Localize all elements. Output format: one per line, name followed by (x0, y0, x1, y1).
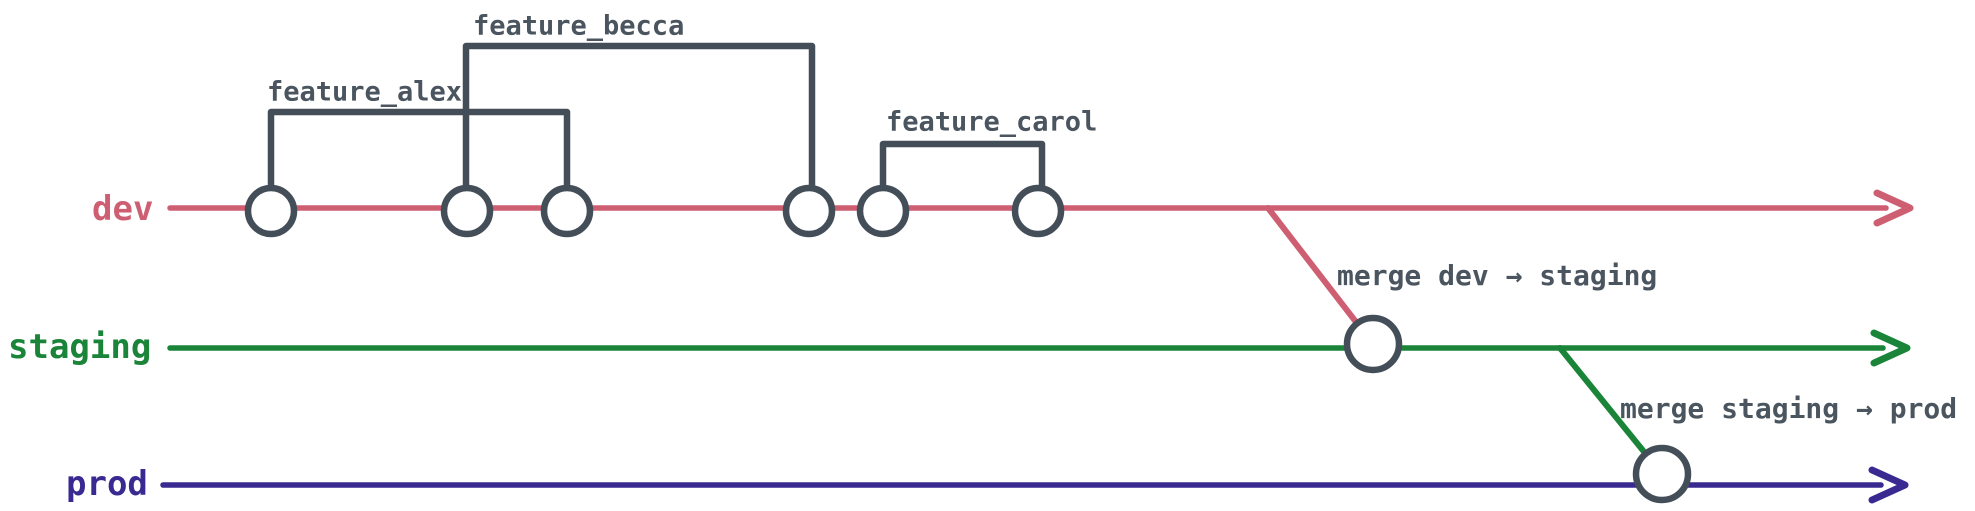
staging-branch-label: staging (8, 327, 152, 367)
feature-carol-label: feature_carol (886, 106, 1098, 138)
prod-branch-label: prod (66, 464, 148, 504)
commit-node (782, 184, 836, 238)
commit-node (540, 184, 594, 238)
feature-becca-label: feature_becca (473, 10, 685, 42)
merge-commit-node (1632, 444, 1692, 504)
commit-node (1011, 184, 1065, 238)
commit-node (244, 184, 298, 238)
dev-branch-label: dev (92, 189, 154, 229)
feature-alex-label: feature_alex (267, 76, 463, 108)
merge-commit-node (1343, 314, 1403, 374)
merge-dev-staging-label: merge dev → staging (1337, 259, 1658, 292)
feature-bracket-2 (879, 140, 1046, 193)
commit-node (856, 184, 910, 238)
prod-arrowhead-icon (1868, 466, 1909, 504)
feature-bracket-1 (462, 42, 816, 193)
feature-bracket-0 (267, 108, 571, 193)
commit-node (440, 184, 494, 238)
dev-arrowhead-icon (1873, 189, 1914, 227)
staging-arrowhead-icon (1870, 329, 1911, 367)
merge-staging-prod-label: merge staging → prod (1620, 392, 1958, 425)
